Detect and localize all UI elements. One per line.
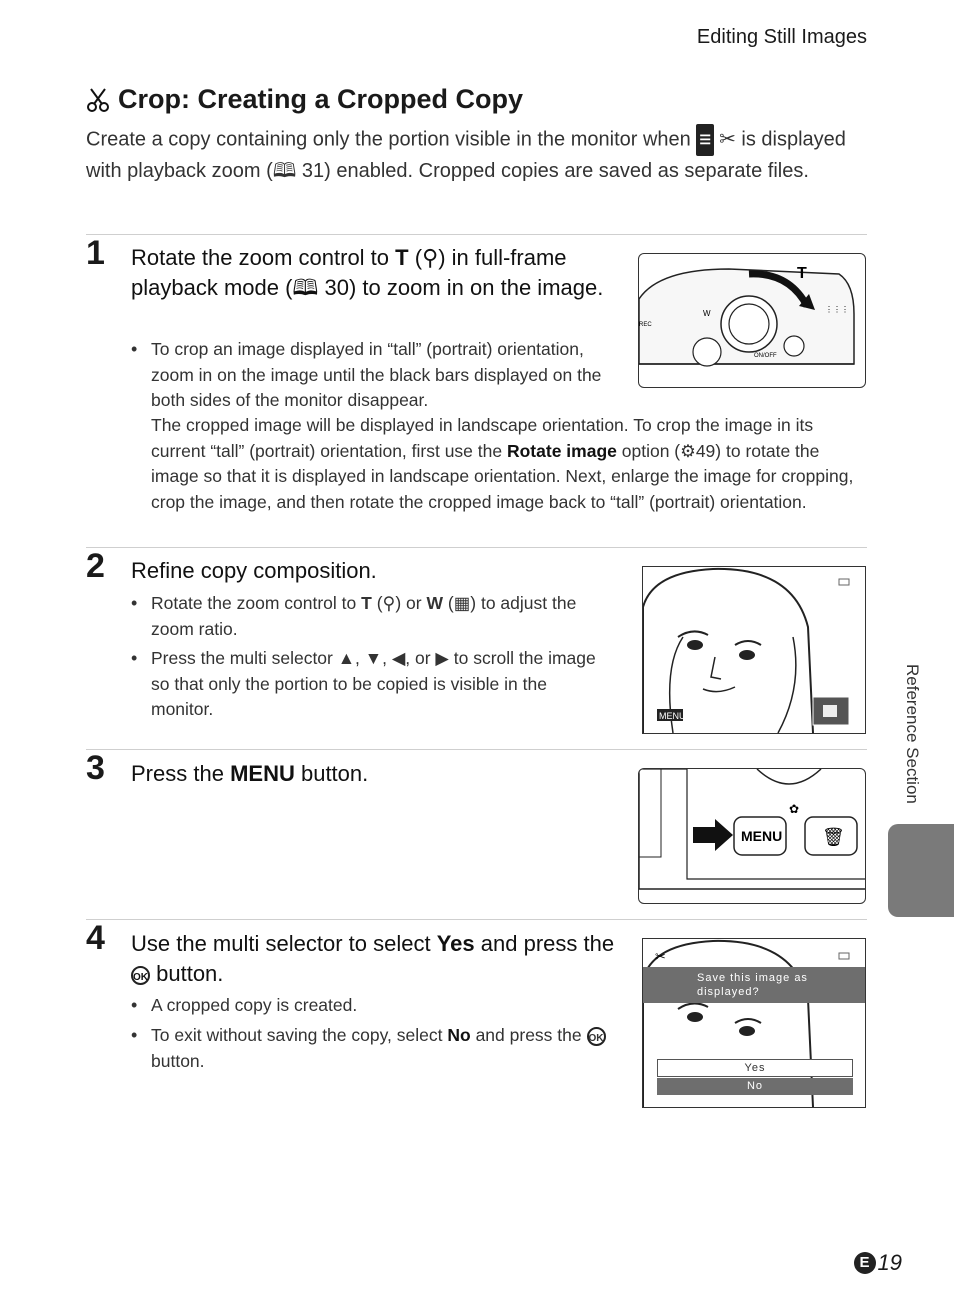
step-number: 3 [86,749,105,787]
confirm-dialog-figure: ✂ Save this image as displayed? Yes No [642,938,866,1108]
t-label: T [797,265,807,282]
list-item: • Press the multi selector ▲, ▼, ◀, or ▶… [131,648,596,719]
page-number: E 19 [853,1250,902,1276]
intro-paragraph: Create a copy containing only the portio… [86,124,876,186]
intro-ref: 31 [301,160,325,182]
ok-button-icon: OK [586,1026,606,1046]
divider [86,749,867,750]
divider [86,234,867,235]
camera-top-figure: T W REC ON/OFF ⋮⋮⋮ [638,253,866,388]
zoom-ratio: ×3.0 [788,712,808,723]
section-tab-label: Reference Section [903,664,922,804]
scissors-icon: ✂ [687,710,696,723]
zoom-in-icon: ⚲ [382,593,396,613]
menu-button-label: MENU [741,828,782,844]
intro-text-2: is displayed with playback zoom ( [86,128,846,182]
list-item: • Rotate the zoom control to T (⚲) or W … [131,593,577,639]
no-option[interactable]: No [657,1078,853,1095]
onoff-label: ON/OFF [754,353,777,359]
rec-label: REC [639,322,652,328]
scissors-icon: ✂ [655,950,666,965]
divider [86,547,867,548]
ok-button-icon: OK [131,965,150,985]
macro-icon: ✿ [789,802,799,816]
book-icon: 🕮 [292,275,319,300]
reference-icon: ⚙ [680,440,696,461]
scissors-icon: ✂ [719,128,736,151]
book-icon: 🕮 [272,160,297,182]
dialog-prompt: Save this image as displayed? [643,967,865,1003]
zoomed-preview-figure: ×3.0 MENU ✂ [642,566,866,734]
intro-text-1: Create a copy containing only the portio… [86,128,691,151]
menu-label: MENU [230,761,295,786]
w-label: W [703,309,711,318]
step2-heading: Refine copy composition. [131,558,377,583]
running-header: Editing Still Images [696,26,867,48]
thumbnail-icon: ▦ [453,593,471,613]
step3-heading: Press the MENU button. [131,761,369,786]
list-item: • To crop an image displayed in “tall” (… [131,339,602,410]
list-item: • To exit without saving the copy, selec… [131,1025,606,1071]
scissors-icon [87,87,109,112]
delete-icon: 🗑 [822,827,845,848]
divider [86,919,867,920]
svg-text:⋮⋮⋮: ⋮⋮⋮ [825,305,849,314]
step-number: 2 [86,547,105,585]
list-item: • A cropped copy is created. [131,995,358,1015]
reference-section-icon: E [853,1252,876,1274]
page-title: Crop: Creating a Cropped Copy [86,84,523,115]
tele-label: T [395,245,409,270]
menu-icon: ☰ [696,124,714,156]
step-number: 4 [86,919,105,957]
step-number: 1 [86,234,105,272]
yes-option[interactable]: Yes [657,1059,853,1077]
step4-heading: Use the multi selector to select Yes and… [131,931,615,986]
zoom-in-icon: ⚲ [422,245,439,270]
menu-indicator: MENU [659,711,686,721]
step1-note: The cropped image will be displayed in l… [151,415,854,512]
intro-text-3: ) enabled. Cropped copies are saved as s… [324,160,809,182]
section-tab[interactable] [888,824,954,917]
title-text: Crop: Creating a Cropped Copy [118,84,524,114]
step1-heading: Rotate the zoom control to T (⚲) in full… [131,245,604,300]
camera-back-figure: ✿ MENU 🗑 [638,768,866,904]
